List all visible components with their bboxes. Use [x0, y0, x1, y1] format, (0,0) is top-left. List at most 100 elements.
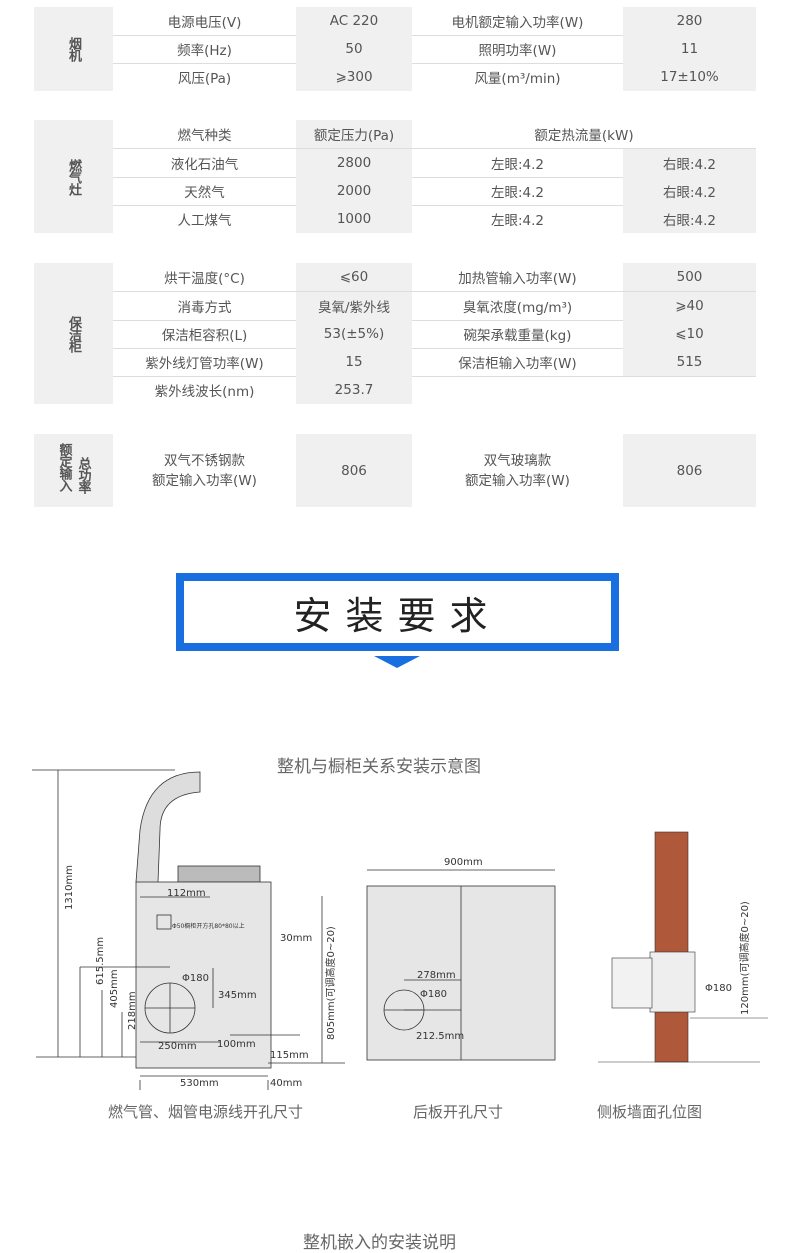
spec-label: 风量(m³/min): [474, 71, 561, 87]
spec-value: 500: [623, 263, 756, 291]
table-row: 紫外线灯管功率(W) 15 保洁柜输入功率(W) 515: [113, 348, 756, 377]
spec-value: 253.7: [296, 376, 412, 404]
spec-value: ⩾40: [623, 292, 756, 320]
dim-115: 115mm: [270, 1050, 309, 1061]
gas-pressure: 2000: [296, 177, 412, 205]
spec-label: 紫外线波长(nm): [154, 384, 255, 400]
dim-phi180a: Φ180: [182, 973, 209, 984]
dim-278: 278mm: [417, 970, 456, 981]
spec-label: 碗架承载重量(kg): [463, 328, 572, 344]
spec-label: 加热管输入功率(W): [458, 271, 577, 287]
spec-label: 保洁柜输入功率(W): [458, 356, 577, 372]
install-heading-inner: 安装要求: [184, 581, 611, 643]
spec-value: 53(±5%): [296, 320, 412, 348]
table-row: 双气不锈钢款 额定输入功率(W) 806 双气玻璃款 额定输入功率(W) 806: [113, 434, 756, 507]
right-burner: 右眼:4.2: [623, 149, 756, 177]
hole-note: Φ50橱柜开方孔80*80以上: [172, 922, 245, 930]
spec-label: 频率(Hz): [177, 43, 232, 59]
cabinet-label-cell: 保洁柜: [34, 263, 113, 404]
table-row: 液化石油气 2800 左眼:4.2 右眼:4.2: [113, 149, 756, 178]
dim-100: 100mm: [217, 1039, 256, 1050]
back-panel-diagram: [366, 869, 556, 1061]
total-model-a: 双气不锈钢款 额定输入功率(W): [113, 434, 296, 507]
bottom-title: 整机嵌入的安装说明: [303, 1233, 456, 1253]
table-row: 紫外线波长(nm) 253.7: [113, 376, 756, 404]
gas-type: 人工煤气: [177, 213, 232, 229]
hood-label-cell: 烟机: [34, 7, 113, 91]
right-burner: 右眼:4.2: [623, 177, 756, 205]
spec-value: ⩽10: [623, 320, 756, 348]
table-row: 天然气 2000 左眼:4.2 右眼:4.2: [113, 177, 756, 206]
caption-back: 后板开孔尺寸: [413, 1103, 504, 1121]
right-burner: 右眼:4.2: [623, 205, 756, 233]
spec-label: 风压(Pa): [177, 71, 232, 87]
model-b-power: 806: [623, 434, 756, 507]
spec-value: AC 220: [296, 7, 412, 35]
spec-label: 紫外线灯管功率(W): [145, 356, 264, 372]
spec-label: 电源电压(V): [167, 15, 242, 31]
column-header: 额定热流量(kW): [534, 128, 634, 144]
stove-label-cell: 燃气灶: [34, 120, 113, 233]
total-power-table: 总功率 额定输入 双气不锈钢款 额定输入功率(W) 806 双气玻璃款 额定输入…: [34, 434, 756, 507]
dim-345: 345mm: [218, 990, 257, 1001]
left-burner: 左眼:4.2: [490, 185, 545, 201]
spec-label: 电机额定输入功率(W): [451, 15, 584, 31]
table-row: 电源电压(V) AC 220 电机额定输入功率(W) 280: [113, 7, 756, 36]
stove-spec-table: 燃气灶 燃气种类 额定压力(Pa) 额定热流量(kW) 液化石油气 2800 左…: [34, 120, 756, 233]
table-row: 烘干温度(°C) ⩽60 加热管输入功率(W) 500: [113, 263, 756, 292]
total-label-a: 总功率: [75, 456, 91, 493]
spec-value: 17±10%: [623, 63, 756, 91]
total-label-cell: 总功率 额定输入: [34, 434, 113, 507]
dim-1310: 1310mm: [64, 865, 75, 910]
spec-value: 515: [623, 348, 756, 376]
spec-value: 280: [623, 7, 756, 35]
table-row: 频率(Hz) 50 照明功率(W) 11: [113, 35, 756, 64]
column-header: 额定压力(Pa): [296, 120, 412, 148]
dim-218: 218mm: [127, 991, 138, 1030]
caption-side: 侧板墙面孔位图: [597, 1103, 703, 1121]
total-model-b: 双气玻璃款 额定输入功率(W): [412, 434, 623, 507]
spec-label: 照明功率(W): [478, 43, 557, 59]
stove-label: 燃气灶: [66, 158, 81, 195]
dim-phi180b: Φ180: [420, 989, 447, 1000]
dim-30: 30mm: [280, 933, 312, 944]
spec-value: 臭氧/紫外线: [296, 292, 412, 320]
total-label-b: 额定输入: [56, 442, 72, 491]
table-row: 人工煤气 1000 左眼:4.2 右眼:4.2: [113, 205, 756, 233]
model-b-name: 双气玻璃款: [483, 452, 552, 469]
diagram-title: 整机与橱柜关系安装示意图: [277, 757, 481, 777]
left-burner: 左眼:4.2: [490, 213, 545, 229]
dim-900: 900mm: [444, 857, 483, 868]
model-a-power: 806: [296, 434, 412, 507]
dim-530: 530mm: [180, 1078, 219, 1089]
model-a-desc: 额定输入功率(W): [152, 472, 257, 489]
spec-label: 保洁柜容积(L): [161, 328, 248, 344]
table-row: 消毒方式 臭氧/紫外线 臭氧浓度(mg/m³) ⩾40: [113, 292, 756, 321]
model-a-name: 双气不锈钢款: [164, 452, 245, 469]
dim-212: 212.5mm: [416, 1031, 464, 1042]
cabinet-label: 保洁柜: [66, 315, 81, 352]
gas-pressure: 2800: [296, 149, 412, 177]
hood-spec-table: 烟机 电源电压(V) AC 220 电机额定输入功率(W) 280 频率(Hz)…: [34, 7, 756, 91]
dim-40: 40mm: [270, 1078, 302, 1089]
model-b-desc: 额定输入功率(W): [465, 472, 570, 489]
column-header: 燃气种类: [177, 128, 232, 144]
dim-805: 805mm(可调高度0~20): [324, 926, 337, 1040]
spec-value: 15: [296, 348, 412, 376]
install-heading: 安装要求: [293, 593, 502, 638]
dim-250: 250mm: [158, 1041, 197, 1052]
spec-value: ⩾300: [296, 63, 412, 91]
dim-120: 120mm(可调高度0~20): [738, 901, 751, 1015]
spec-value: 11: [623, 35, 756, 63]
install-heading-box: 安装要求: [176, 573, 619, 651]
spec-label: 臭氧浓度(mg/m³): [462, 300, 573, 316]
caption-front: 燃气管、烟管电源线开孔尺寸: [108, 1103, 304, 1121]
dim-112: 112mm: [167, 888, 206, 899]
gas-pressure: 1000: [296, 205, 412, 233]
installation-diagrams: 1310mm 615.5mm 405mm 218mm 112mm Φ50橱柜开方…: [32, 769, 768, 1090]
spec-label: 烘干温度(°C): [164, 271, 245, 287]
hood-label: 烟机: [66, 37, 81, 61]
left-burner: 左眼:4.2: [490, 157, 545, 173]
gas-type: 天然气: [184, 185, 225, 201]
dim-phi180c: Φ180: [705, 983, 732, 994]
